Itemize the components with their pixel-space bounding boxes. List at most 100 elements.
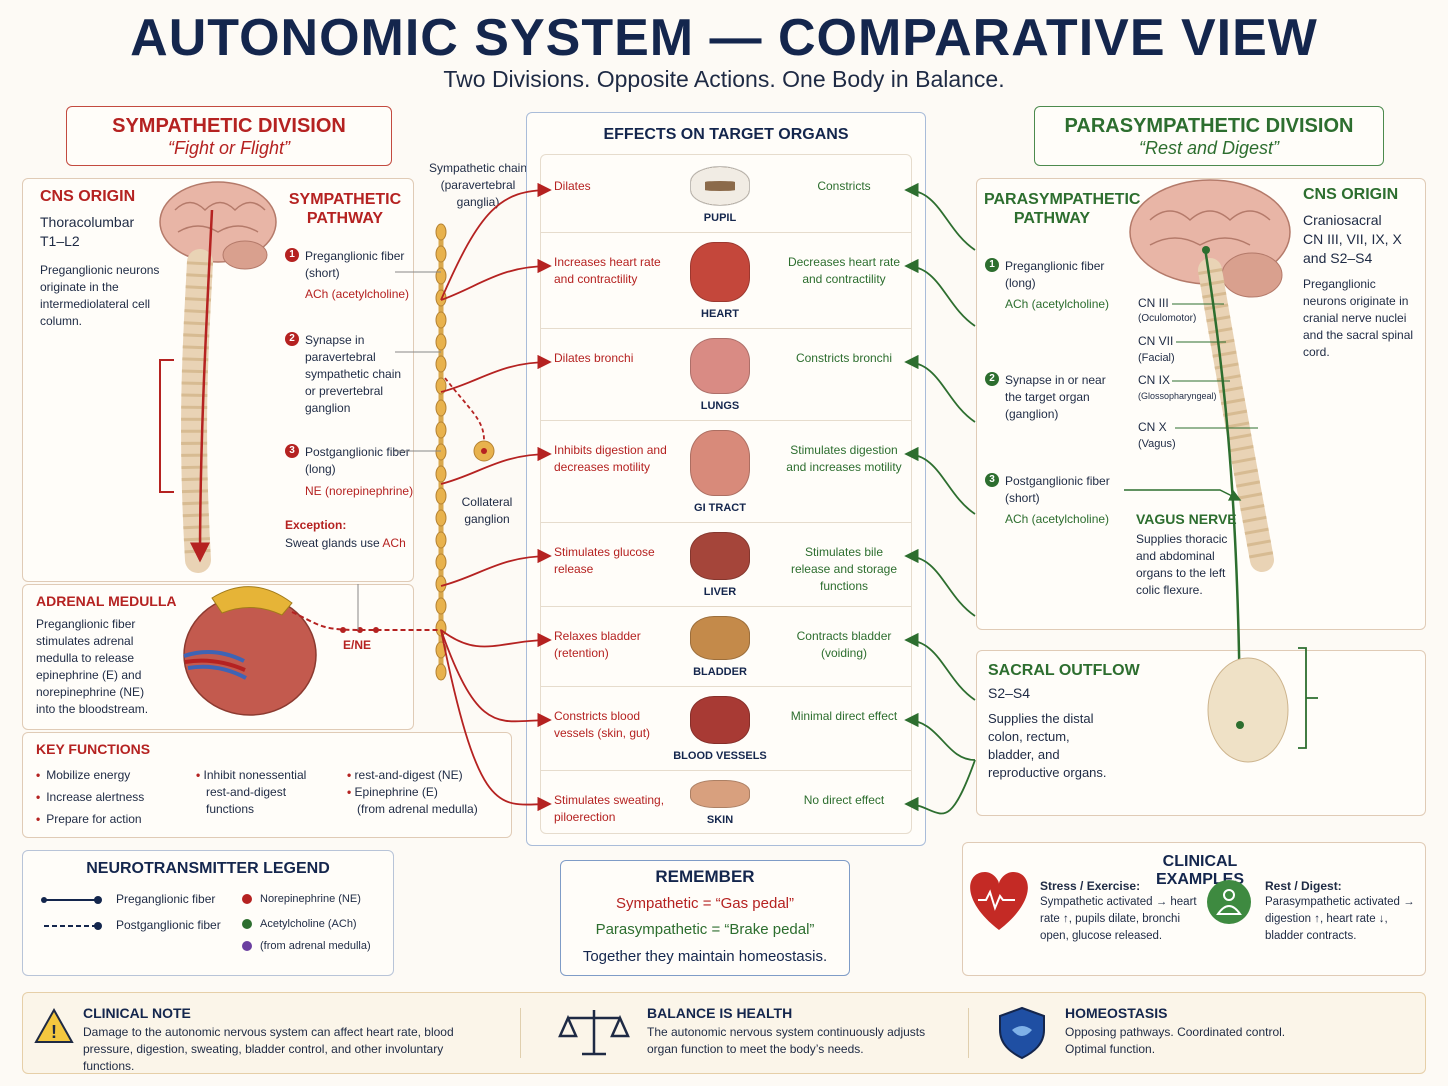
chain-ganglion: [435, 487, 447, 505]
ach-color-dot: [242, 919, 252, 930]
symp-step3-nt: NE (norepinephrine): [305, 484, 414, 498]
effects-row-divider: [540, 770, 912, 771]
para-cns-sacral: and S2–S4: [1303, 250, 1373, 266]
cn3-name: (Oculomotor): [1138, 313, 1197, 324]
para-step1-nt: ACh (acetylcholine): [1005, 297, 1110, 311]
organ-label-4: LIVER: [703, 586, 737, 598]
symp-effect-1: Increases heart rate and contractility: [554, 255, 661, 286]
para-step3-text: Postganglionic fiber (short): [1005, 474, 1110, 505]
adrenal-heading: ADRENAL MEDULLA: [36, 593, 177, 609]
organ-label-6: BLOOD VESSELS: [673, 750, 767, 762]
chain-ganglion: [435, 223, 447, 241]
page-title: AUTONOMIC SYSTEM — COMPARATIVE VIEW: [130, 9, 1318, 67]
symp-step3-text: Postganglionic fiber (long): [305, 445, 410, 476]
chain-ganglion: [435, 355, 447, 373]
organ-label-3: GI TRACT: [694, 502, 746, 514]
symp-exception-text: Sweat glands use: [285, 536, 380, 550]
symp-cns-region: Thoracolumbar: [40, 214, 135, 230]
chain-ganglion: [435, 509, 447, 527]
symp-exception-nt: ACh: [382, 536, 406, 550]
para-effect-3: Stimulates digestion and increases motil…: [786, 443, 902, 474]
chain-ganglion: [435, 465, 447, 483]
symp-effect-2: Dilates bronchi: [554, 351, 634, 365]
para-step2-text: Synapse in or near the target organ (gan…: [1005, 373, 1106, 421]
chain-ganglion: [435, 531, 447, 549]
key-function-item: Mobilize energy: [36, 764, 144, 786]
footer-homeo-text: Opposing pathways. Coordinated control. …: [1065, 1025, 1286, 1056]
key-function-col3-line2: Epinephrine (E): [354, 785, 438, 799]
para-pathway-heading-2: PATHWAY: [1013, 210, 1091, 227]
key-function-col2-line1: Inhibit nonessential: [203, 768, 307, 782]
footer-note-heading: CLINICAL NOTE: [83, 1005, 191, 1021]
chain-ganglion: [435, 443, 447, 461]
symp-step2-badge: 2: [285, 332, 299, 346]
symp-step1-nt: ACh (acetylcholine): [305, 287, 410, 301]
para-pathway-heading-1: PARASYMPATHETIC: [984, 191, 1141, 208]
para-effect-6: Minimal direct effect: [790, 709, 898, 723]
lungs-icon: [690, 338, 750, 394]
chain-ganglion: [435, 575, 447, 593]
para-cns-desc: Preganglionic neurons originate in crani…: [1303, 277, 1414, 359]
para-step2-badge: 2: [985, 372, 999, 386]
sacral-segments: S2–S4: [988, 685, 1031, 701]
para-cns-origin-heading: CNS ORIGIN: [1303, 186, 1399, 203]
legend-pre-label: Preganglionic fiber: [116, 892, 216, 906]
effects-row-divider: [540, 232, 912, 233]
parasympathetic-title: PARASYMPATHETIC DIVISION: [1064, 115, 1354, 137]
vagus-text: Supplies thoracic and abdominal organs t…: [1136, 532, 1228, 597]
cn3-label: CN III: [1138, 296, 1169, 310]
collateral-ganglion-label: Collateral ganglion: [461, 495, 513, 526]
chain-ganglion: [435, 245, 447, 263]
legend-post-label: Postganglionic fiber: [116, 918, 221, 932]
symp-cns-origin-heading: CNS ORIGIN: [40, 188, 136, 205]
legend-ne: Norepinephrine (NE): [242, 893, 361, 905]
bladder-icon: [690, 616, 750, 660]
clinical-panel: [962, 842, 1426, 976]
symp-effect-7: Stimulates sweating, piloerection: [554, 793, 665, 824]
chain-ganglion: [435, 553, 447, 571]
clinical-ex2-text: Parasympathetic activated → digestion ↑,…: [1265, 896, 1415, 942]
legend-heading: NEUROTRANSMITTER LEGEND: [86, 860, 330, 877]
effects-heading: EFFECTS ON TARGET ORGANS: [603, 126, 849, 143]
symp-step2-text: Synapse in paravertebral sympathetic cha…: [305, 333, 402, 415]
chain-ganglion: [435, 421, 447, 439]
sacral-panel: [976, 650, 1426, 816]
remember-line1: Sympathetic = “Gas pedal”: [615, 895, 794, 912]
parasympathetic-title-box: PARASYMPATHETIC DIVISION “Rest and Diges…: [1034, 106, 1384, 166]
chain-ganglion: [435, 641, 447, 659]
organ-label-0: PUPIL: [703, 212, 737, 224]
symp-exception-label: Exception:: [285, 518, 347, 532]
legend-ach: Acetylcholine (ACh): [242, 918, 357, 930]
symp-exception-row: Sweat glands use ACh: [285, 535, 406, 552]
remember-line2: Parasympathetic = “Brake pedal”: [595, 921, 815, 938]
footer-divider-1: [520, 1008, 521, 1058]
footer-panel: [22, 992, 1426, 1074]
ene-label: E/NE: [343, 638, 372, 652]
legend-panel: [22, 850, 394, 976]
symp-effect-6: Constricts blood vessels (skin, gut): [554, 709, 651, 740]
key-function-item: Increase alertness: [36, 786, 144, 808]
sympathetic-tagline: “Fight or Flight”: [167, 138, 291, 158]
symp-pathway-heading-1: SYMPATHETIC: [288, 191, 402, 208]
cn10-label: CN X: [1138, 420, 1167, 434]
para-cns-nerves: CN III, VII, IX, X: [1303, 231, 1402, 247]
key-functions-col2: • Inhibit nonessential rest-and-digest f…: [196, 767, 336, 818]
para-step1-text: Preganglionic fiber (long): [1005, 259, 1105, 290]
effects-row-divider: [540, 328, 912, 329]
para-effect-2: Constricts bronchi: [795, 351, 893, 365]
key-functions-col3: • rest-and-digest (NE) • Epinephrine (E)…: [347, 767, 507, 818]
ne-color-dot: [242, 894, 252, 905]
clinical-ex1-text: Sympathetic activated → heart rate ↑, pu…: [1040, 896, 1197, 942]
heart-icon: [690, 242, 750, 302]
chain-ganglion: [435, 399, 447, 417]
footer-homeo-heading: HOMEOSTASIS: [1065, 1005, 1168, 1021]
cn10-name: (Vagus): [1138, 438, 1176, 450]
parasympathetic-tagline: “Rest and Digest”: [1138, 138, 1280, 158]
chain-ganglion: [435, 267, 447, 285]
legend-ach-label: Acetylcholine (ACh): [260, 918, 357, 930]
organ-label-5: BLADDER: [693, 666, 747, 678]
stomach-icon: [690, 430, 750, 496]
cn7-name: (Facial): [1138, 352, 1175, 364]
effects-row-divider: [540, 420, 912, 421]
chain-ganglion: [435, 597, 447, 615]
